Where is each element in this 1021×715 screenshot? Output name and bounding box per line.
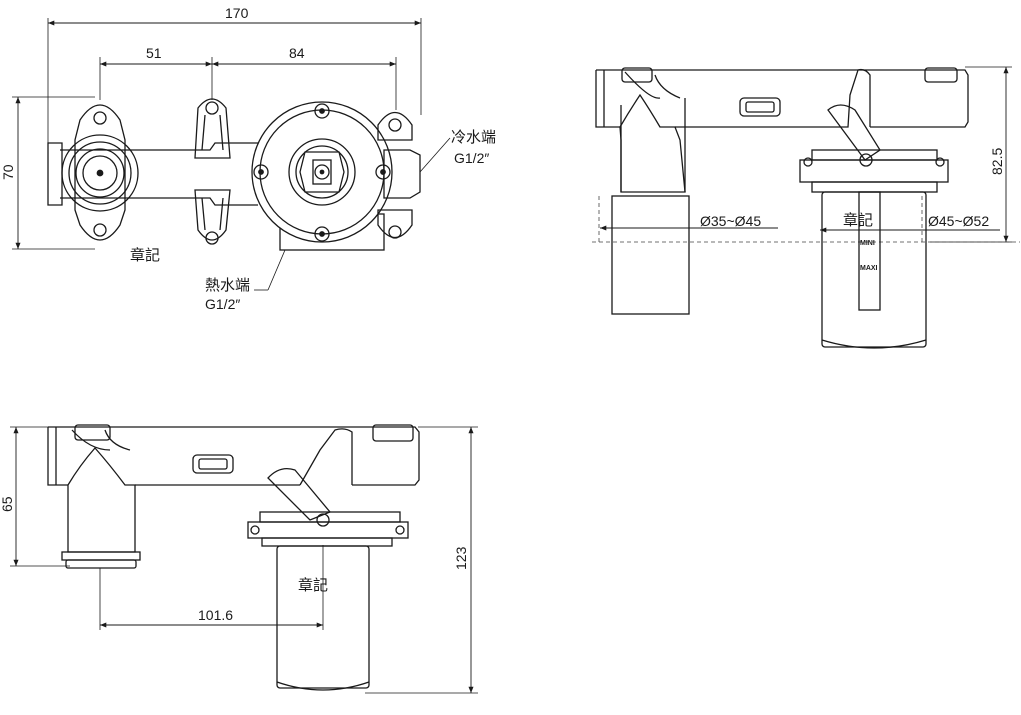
overall-width-label: 170 [225, 5, 249, 21]
dimension-height-123: 123 [365, 426, 478, 694]
small-diameter-label: Ø35~Ø45 [700, 213, 761, 229]
watermark-side: 章記 [843, 211, 873, 229]
front-view: 65 123 101.6 [0, 424, 478, 694]
center-distance-label: 101.6 [198, 607, 233, 623]
side-view: 82.5 Ø35~Ø45 [592, 66, 1020, 349]
dimension-height-65: 65 [0, 426, 70, 567]
watermark-front: 章記 [298, 576, 328, 594]
right-inlet [377, 111, 421, 239]
hot-inlet-label: 熱水端 [205, 276, 250, 294]
mounting-ears-left [194, 98, 231, 245]
height-82-5-label: 82.5 [989, 148, 1005, 175]
plan-view: 170 51 84 70 [0, 5, 496, 312]
dimension-large-diameter: Ø45~Ø52 [820, 196, 1000, 245]
dimension-center-distance: 101.6 [99, 545, 324, 630]
right-spacing-label: 84 [289, 45, 305, 61]
cold-inlet-label: 冷水端 [451, 128, 496, 146]
maxi-marker: MAXI [860, 265, 878, 272]
hot-inlet-callout: 熱水端 G1/2″ [205, 249, 286, 312]
dimension-right-spacing: 84 [212, 45, 397, 110]
dimension-small-diameter: Ø35~Ø45 [598, 196, 778, 245]
left-spacing-label: 51 [146, 45, 162, 61]
hot-inlet-thread: G1/2″ [205, 296, 240, 312]
large-diameter-label: Ø45~Ø52 [928, 213, 989, 229]
cold-inlet-callout: 冷水端 G1/2″ [419, 128, 496, 173]
dimension-left-spacing: 51 [99, 45, 213, 100]
watermark-plan: 章記 [130, 246, 160, 264]
height-65-label: 65 [0, 496, 15, 512]
height-123-label: 123 [453, 546, 469, 570]
dimension-height-70: 70 [0, 96, 95, 250]
left-inlet-boss [61, 104, 139, 241]
cold-inlet-thread: G1/2″ [454, 150, 489, 166]
height-70-label: 70 [0, 164, 16, 180]
dimension-overall-width: 170 [47, 5, 422, 145]
mini-marker: MINI [860, 240, 875, 247]
central-valve [251, 101, 393, 251]
